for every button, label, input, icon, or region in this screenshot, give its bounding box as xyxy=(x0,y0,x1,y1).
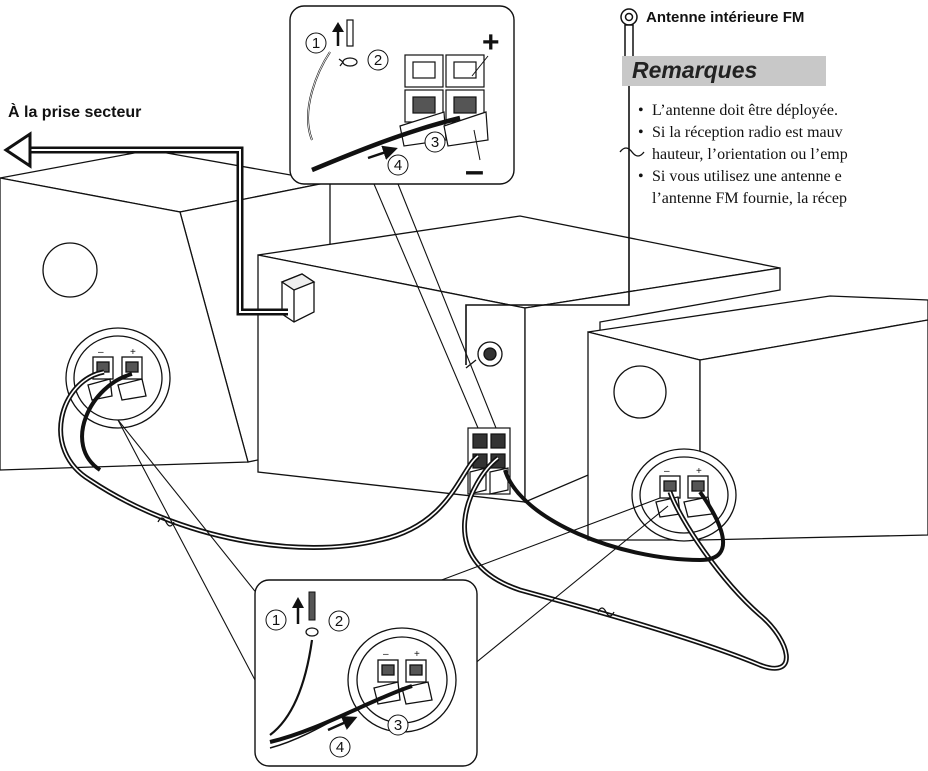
remark-text: hauteur, l’orientation ou l’emp xyxy=(652,146,848,163)
right-speaker-cable xyxy=(462,456,789,671)
remark-text: L’antenne doit être déployée. xyxy=(652,102,838,119)
minus-label: – xyxy=(465,152,484,190)
arrow-left-icon xyxy=(3,131,32,169)
fm-antenna-label: Antenne intérieure FM xyxy=(646,9,804,26)
remark-line-2: • Si la réception radio est mauv xyxy=(638,122,928,144)
remark-line-5: l’antenne FM fournie, la récep xyxy=(652,188,928,210)
right-terminal-minus: – xyxy=(664,466,670,477)
push-arrow-icon xyxy=(292,597,304,624)
bottom-step-4: 4 xyxy=(336,739,344,756)
ac-outlet-label: À la prise secteur xyxy=(8,102,141,121)
remarks-list: • L’antenne doit être déployée. • Si la ré… xyxy=(638,100,928,210)
remark-line-4: • Si vous utilisez une antenne e xyxy=(638,166,928,188)
left-terminal-plus: + xyxy=(130,347,136,358)
right-speaker-terminal xyxy=(631,448,737,542)
plus-label: + xyxy=(482,26,500,59)
remark-text: l’antenne FM fournie, la récep xyxy=(652,190,848,207)
bottom-terminal-minus: – xyxy=(383,649,389,660)
twist-icon xyxy=(338,57,358,67)
right-terminal-plus: + xyxy=(696,466,702,477)
remarks-heading-box xyxy=(622,56,826,86)
bullet: • xyxy=(638,168,644,185)
bottom-step-1: 1 xyxy=(272,612,280,629)
remark-line-1: • L’antenne doit être déployée. xyxy=(638,100,928,122)
ac-cord xyxy=(20,146,288,316)
right-speaker xyxy=(587,295,928,541)
left-speaker-cable xyxy=(58,369,480,550)
top-step-1: 1 xyxy=(312,35,320,52)
remark-line-3: hauteur, l’orientation ou l’emp xyxy=(652,144,928,166)
push-arrow-icon xyxy=(332,22,344,46)
bottom-terminal-plus: + xyxy=(414,649,420,660)
antenna-jack xyxy=(465,341,503,369)
ac-socket xyxy=(280,273,316,323)
top-detail-callout: + – 1 2 3 4 xyxy=(289,5,515,190)
callout-leaders xyxy=(117,183,669,701)
left-terminal-minus: – xyxy=(98,347,104,358)
bottom-detail-callout: – + 1 2 3 4 xyxy=(254,579,478,767)
remark-text: Si la réception radio est mauv xyxy=(652,124,843,141)
twist-icon xyxy=(305,627,319,637)
top-step-3: 3 xyxy=(431,134,439,151)
bottom-step-2: 2 xyxy=(335,613,343,630)
cable-tie-icon xyxy=(157,517,615,617)
bullet: • xyxy=(638,124,644,141)
top-step-4: 4 xyxy=(394,157,402,174)
bullet: • xyxy=(638,102,644,119)
top-step-2: 2 xyxy=(374,52,382,69)
wire-break-mark xyxy=(619,147,645,157)
remark-text: Si vous utilisez une antenne e xyxy=(652,168,842,185)
bottom-step-3: 3 xyxy=(394,717,402,734)
fm-antenna-wire xyxy=(465,28,630,365)
remarks-title: Remarques xyxy=(632,57,758,83)
